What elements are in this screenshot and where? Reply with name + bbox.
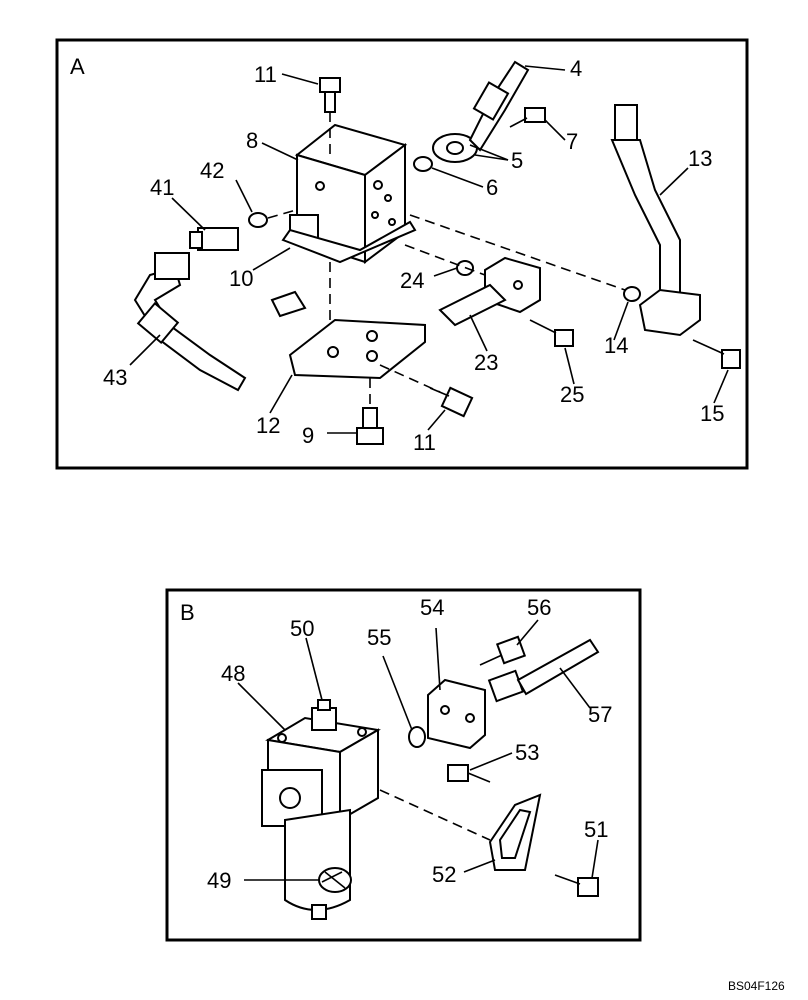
screw-25-part bbox=[529, 319, 574, 347]
label-a-9: 9 bbox=[302, 423, 314, 448]
label-b-53: 53 bbox=[515, 740, 539, 765]
label-b-51: 51 bbox=[584, 817, 608, 842]
valve-block-part bbox=[281, 123, 417, 264]
panel-a-key: A bbox=[70, 54, 85, 79]
block-23-part bbox=[438, 256, 541, 327]
label-b-49: 49 bbox=[207, 868, 231, 893]
label-a-24: 24 bbox=[400, 268, 424, 293]
bolt-9-part bbox=[356, 407, 384, 445]
block-54-part bbox=[427, 678, 486, 750]
hose-43-part bbox=[133, 252, 247, 392]
label-b-54: 54 bbox=[420, 595, 444, 620]
label-b-55: 55 bbox=[367, 625, 391, 650]
hose-57-part bbox=[487, 638, 600, 703]
o-ring-6-part bbox=[413, 156, 433, 172]
label-b-52: 52 bbox=[432, 862, 456, 887]
o-ring-14-part bbox=[623, 286, 641, 302]
label-a-12: 12 bbox=[256, 413, 280, 438]
tube-13-part bbox=[610, 104, 701, 337]
screw-7-part bbox=[509, 107, 546, 128]
label-a-23: 23 bbox=[474, 350, 498, 375]
panel-a: A bbox=[55, 38, 749, 470]
panel-b-key: B bbox=[180, 600, 195, 625]
fitting-41-part bbox=[189, 212, 268, 251]
panel-b-leaders bbox=[237, 619, 599, 881]
filter-assembly-part bbox=[261, 699, 381, 920]
label-a-41: 41 bbox=[150, 175, 174, 200]
label-a-25: 25 bbox=[560, 382, 584, 407]
label-a-15: 15 bbox=[700, 401, 724, 426]
panel-a-labels: 11 4 8 7 5 42 6 13 41 10 24 43 14 23 25 … bbox=[103, 56, 724, 455]
label-b-57: 57 bbox=[588, 702, 612, 727]
panel-b-labels: 50 54 56 55 48 57 53 51 49 52 bbox=[207, 595, 612, 893]
panel-a-leaders bbox=[129, 65, 729, 434]
label-b-48: 48 bbox=[221, 661, 245, 686]
label-a-43: 43 bbox=[103, 365, 127, 390]
o-ring-55-part bbox=[408, 726, 426, 748]
screw-53-part bbox=[447, 764, 491, 783]
figure-id: BS04F126 bbox=[728, 979, 785, 993]
label-a-42: 42 bbox=[200, 158, 224, 183]
screw-51-part bbox=[554, 874, 599, 897]
label-a-10: 10 bbox=[229, 266, 253, 291]
label-a-8: 8 bbox=[246, 128, 258, 153]
label-a-11-bottom: 11 bbox=[413, 430, 436, 455]
label-a-4: 4 bbox=[570, 56, 582, 81]
bracket-12-part bbox=[270, 290, 426, 380]
label-a-7: 7 bbox=[566, 129, 578, 154]
plate-52-part bbox=[488, 793, 542, 871]
screw-15-part bbox=[692, 339, 741, 369]
label-a-5: 5 bbox=[511, 148, 523, 173]
panel-b-frame bbox=[165, 588, 642, 942]
label-b-50: 50 bbox=[290, 616, 314, 641]
label-b-56: 56 bbox=[527, 595, 551, 620]
label-a-13: 13 bbox=[688, 146, 712, 171]
label-a-14: 14 bbox=[604, 333, 628, 358]
panel-b: B bbox=[165, 588, 642, 942]
label-a-11-top: 11 bbox=[254, 62, 277, 87]
label-a-6: 6 bbox=[486, 175, 498, 200]
